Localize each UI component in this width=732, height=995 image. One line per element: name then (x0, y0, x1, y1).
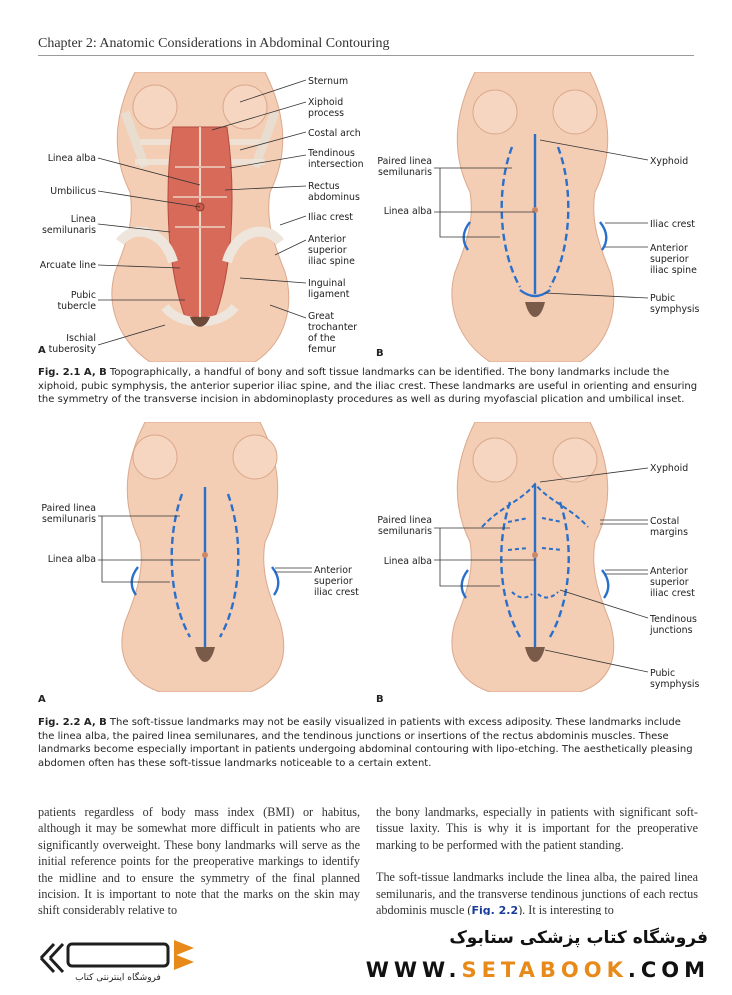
label-tendinous-intersection: Tendinous intersection (308, 148, 364, 170)
label-22b-paired-linea: Paired linea semilunaris (377, 515, 432, 537)
fig21-caption-label: Fig. 2.1 A, B (38, 367, 107, 378)
fig22-panel-b-label: B (376, 694, 384, 705)
label-b-xyphoid: Xyphoid (650, 156, 689, 167)
label-b-linea-alba: Linea alba (383, 206, 432, 217)
label-b-asis: Anterior superior iliac spine (650, 243, 697, 276)
fig22-a-leaders (98, 515, 312, 583)
fig21-panel-a-label: A (38, 345, 46, 356)
label-22b-costal-margins: Costal margins (650, 516, 688, 538)
fig22-a-illustration (121, 422, 285, 692)
label-b-iliac-crest: Iliac crest (650, 219, 695, 230)
body-col2-text-post: ). It is interesting to (518, 903, 614, 918)
label-22a-linea-alba: Linea alba (47, 554, 96, 565)
body-col2-paragraph-2: The soft-tissue landmarks include the li… (376, 869, 698, 919)
body-column-2: the bony landmarks, especially in patien… (376, 804, 698, 935)
header-rule (38, 55, 694, 56)
fig22-caption: Fig. 2.2 A, B The soft-tissue landmarks … (38, 716, 698, 770)
label-linea-semilunaris: Linea semilunaris (42, 214, 96, 236)
label-22b-xyphoid: Xyphoid (650, 463, 689, 474)
fig22-caption-label: Fig. 2.2 A, B (38, 717, 107, 728)
fig-2-2-link[interactable]: Fig. 2.2 (471, 904, 519, 918)
chapter-header: Chapter 2: Anatomic Considerations in Ab… (38, 36, 390, 51)
label-22b-tendinous-junctions: Tendinous junctions (650, 614, 697, 636)
label-umbilicus: Umbilicus (50, 186, 96, 197)
fig21-a-leaders (97, 79, 307, 346)
store-url[interactable]: WWW.SETABOOK.COM (366, 958, 710, 982)
label-22b-pubic-symphysis: Pubic symphysis (650, 668, 700, 690)
fig22-panel-a-label: A (38, 694, 46, 705)
label-great-trochanter: Great trochanter of the femur (308, 311, 358, 355)
label-iliac-crest: Iliac crest (308, 212, 353, 223)
label-b-pubic-symphysis: Pubic symphysis (650, 293, 700, 315)
label-b-paired-linea: Paired linea semilunaris (377, 156, 432, 178)
setabook-logo-icon: فروشگاه اینترنتی کتاب (39, 940, 194, 983)
fig22-caption-text: The soft-tissue landmarks may not be eas… (38, 717, 693, 769)
fig21-caption: Fig. 2.1 A, B Topographically, a handful… (38, 366, 698, 407)
label-costal-arch: Costal arch (308, 128, 361, 139)
label-22b-linea-alba: Linea alba (383, 556, 432, 567)
label-arcuate-line: Arcuate line (39, 260, 96, 271)
label-rectus-abdominus: Rectus abdominus (308, 181, 360, 203)
fig21-b-illustration (451, 72, 615, 362)
body-column-1: patients regardless of body mass index (… (38, 804, 360, 935)
fig21-a-illustration (111, 72, 290, 362)
label-22a-paired-linea: Paired linea semilunaris (41, 503, 96, 525)
label-pubic-tubercle: Pubic tubercle (57, 290, 96, 312)
body-col1-paragraph: patients regardless of body mass index (… (38, 805, 360, 918)
label-ischial-tuberosity: Ischial tuberosity (48, 333, 96, 355)
fig21-caption-text: Topographically, a handful of bony and s… (38, 367, 698, 405)
store-url-brand: SETABOOK (461, 958, 628, 982)
fig22-b-leaders (434, 467, 649, 673)
label-asis: Anterior superior iliac spine (308, 234, 355, 267)
store-url-suffix: .COM (627, 958, 710, 982)
label-22a-asic: Anterior superior iliac crest (314, 565, 359, 598)
body-col2-text-pre: The soft-tissue landmarks include the li… (376, 870, 698, 918)
label-sternum: Sternum (308, 76, 349, 87)
store-url-prefix: WWW. (365, 958, 462, 982)
label-inguinal-ligament: Inguinal ligament (308, 278, 350, 300)
fig21-b-leaders (434, 139, 649, 299)
label-xiphoid-process: Xiphoid process (308, 97, 345, 119)
fig22-b-illustration (451, 422, 615, 692)
label-22b-asic: Anterior superior iliac crest (650, 566, 695, 599)
body-col2-paragraph-1: the bony landmarks, especially in patien… (376, 805, 698, 852)
fig21-panel-b-label: B (376, 348, 384, 359)
store-banner (0, 915, 732, 995)
store-title: فروشگاه کتاب پزشکی ستابوک (449, 928, 708, 948)
label-linea-alba: Linea alba (47, 153, 96, 164)
logo-subtitle: فروشگاه اینترنتی کتاب (75, 971, 161, 983)
